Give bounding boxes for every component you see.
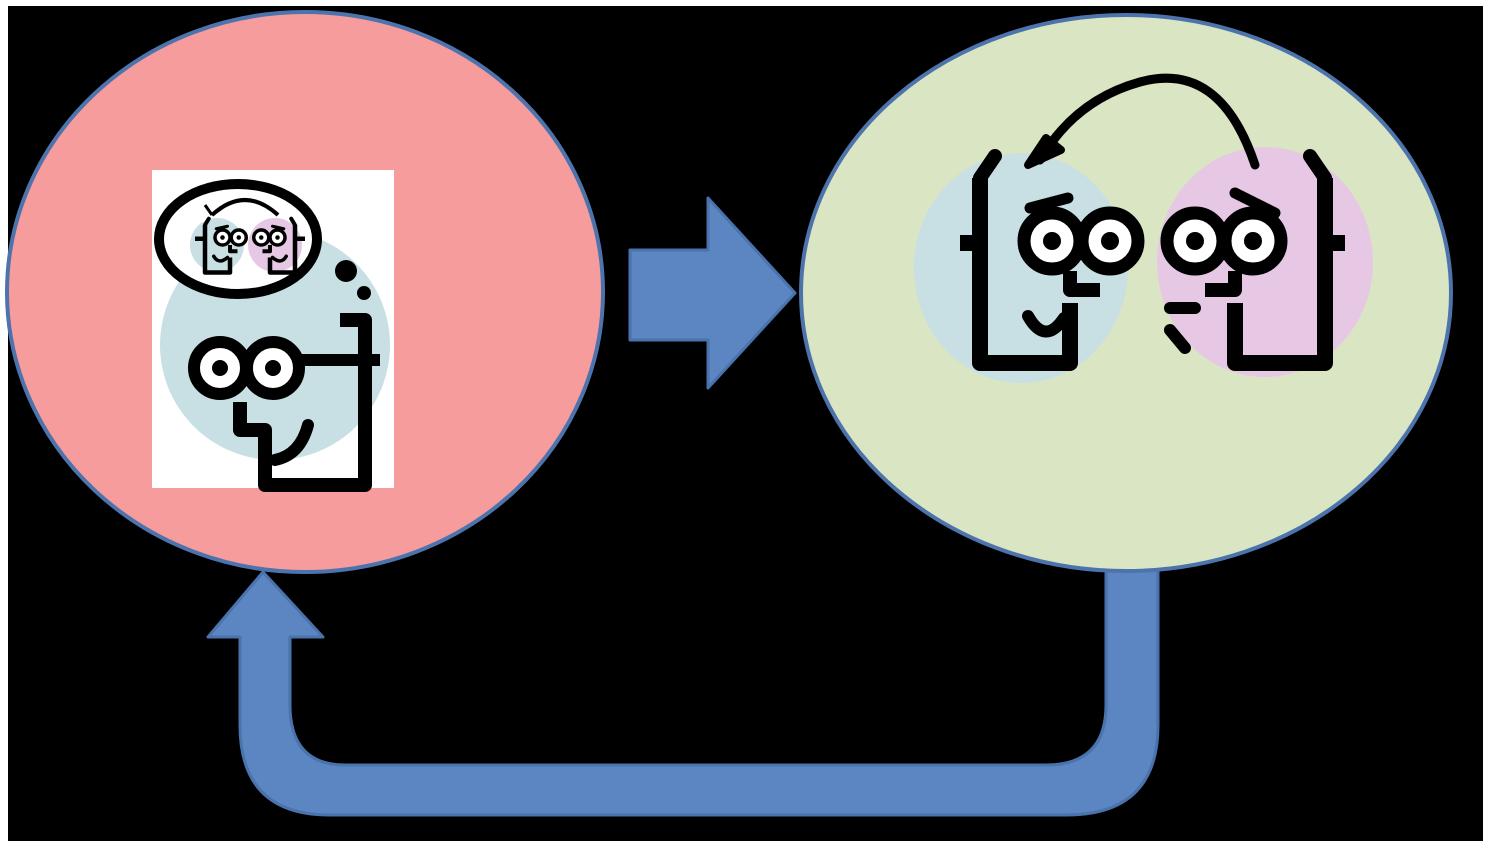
thinking-person-icon bbox=[152, 170, 394, 488]
interaction-node bbox=[801, 15, 1451, 571]
self-reflection-node bbox=[7, 12, 603, 572]
